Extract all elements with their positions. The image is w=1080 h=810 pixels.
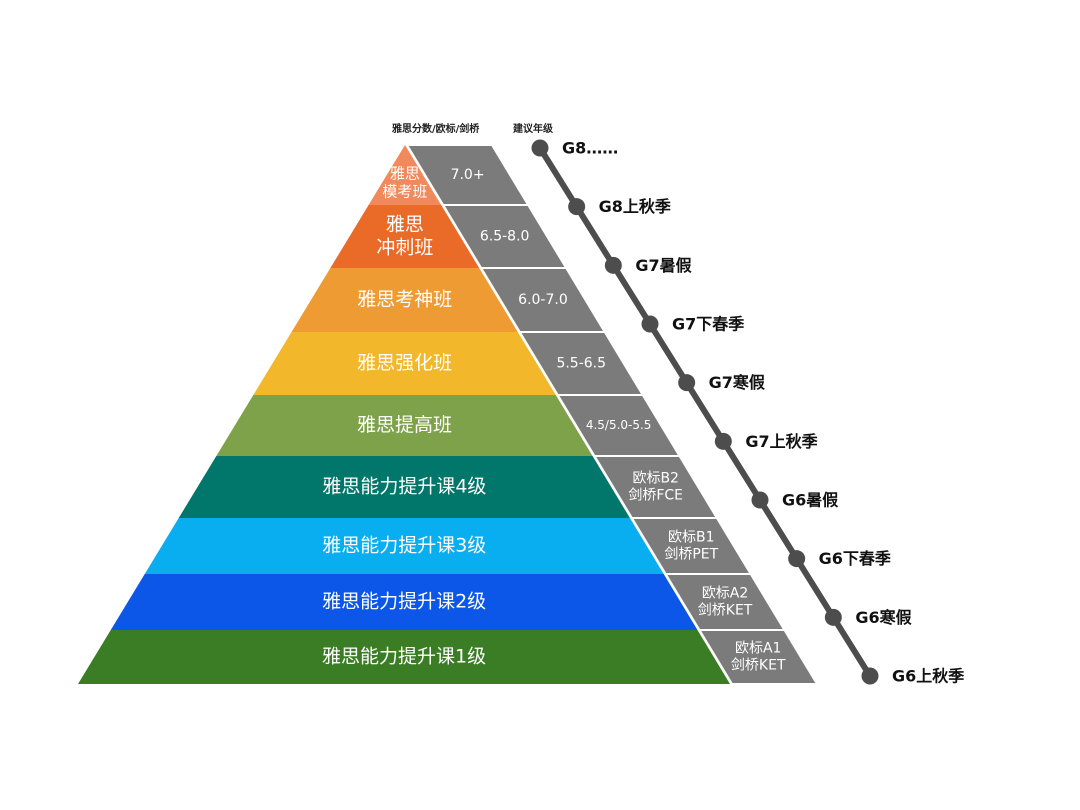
level-block [330,205,480,268]
timeline-node [861,667,879,685]
grade-timeline: G8…… G8上秋季 G7暑假 G7下春季 G7寒假 G7上秋季 G6暑假 G6下春季 G6寒假… [531,139,965,686]
grade-label: G6下春季 [819,549,892,568]
score-label: 6.0-7.0 [518,292,568,308]
grade-label: G7寒假 [709,373,766,392]
level-block [253,332,556,395]
level-block [110,574,698,630]
timeline-line [537,145,873,679]
score-label: 6.5-8.0 [480,229,530,245]
score-label: 欧标B2 [632,471,679,487]
score-band-5: 4.5/5.0-5.5 [555,394,682,457]
timeline-node [641,315,659,333]
pyramid-level-3: 雅思能力提升课3级 [144,518,664,574]
timeline-node [788,550,806,568]
level-name: 雅思能力提升课4级 [322,476,486,498]
grade-label: G8上秋季 [599,197,672,216]
grade-label: G6暑假 [782,491,839,510]
timeline-node [824,608,842,626]
score-band-7: 6.0-7.0 [479,267,607,333]
level-block [78,630,730,684]
grade-label: G8…… [562,139,618,158]
score-label: 7.0+ [451,167,485,183]
timeline-node [751,491,769,509]
grade-label: G7下春季 [672,315,745,334]
score-band-9: 7.0+ [405,144,530,206]
grade-label: G6上秋季 [892,667,965,686]
pyramid-level-6: 雅思强化班 [253,332,556,395]
grade-label: G7暑假 [635,256,692,275]
score-column-header: 雅思分数/欧标/剑桥 [392,124,480,135]
pyramid-level-7: 雅思考神班 [291,268,518,332]
score-label: 剑桥KET [698,602,753,618]
level-name: 雅思能力提升课3级 [322,535,486,557]
score-label: 剑桥PET [664,546,718,562]
level-block [178,456,630,518]
score-label: 欧标A1 [735,641,781,657]
grade-label: G6寒假 [855,608,912,627]
timeline-node [714,432,732,450]
score-label: 4.5/5.0-5.5 [586,418,652,432]
score-label: 欧标B1 [668,530,715,546]
level-name: 雅思能力提升课1级 [322,646,486,668]
level-name: 雅思强化班 [357,352,452,374]
level-block [291,268,518,332]
score-label: 剑桥FCE [628,487,683,503]
timeline-node [568,198,586,216]
score-label: 5.5-6.5 [556,356,606,372]
level-name: 模考班 [382,183,427,201]
level-block [144,518,664,574]
level-block [216,395,593,456]
level-name: 冲刺班 [376,236,433,258]
score-label: 欧标A2 [702,586,748,602]
timeline-node [678,374,696,392]
level-name: 雅思考神班 [357,289,452,311]
level-name: 雅思 [390,165,420,183]
level-name: 雅思提高班 [357,414,452,436]
pyramid-level-5: 雅思提高班 [216,395,593,456]
pyramid-level-1: 雅思能力提升课1级 [78,630,730,684]
score-label: 剑桥KET [731,657,786,673]
grade-column-header: 建议年级 [513,124,553,135]
pyramid-level-4: 雅思能力提升课4级 [178,456,630,518]
score-band-shape [697,629,819,685]
timeline-node [531,139,549,157]
level-name: 雅思 [386,214,424,236]
level-block [368,145,442,205]
grade-label: G7上秋季 [745,432,818,451]
level-name: 雅思能力提升课2级 [322,591,486,613]
timeline-node [604,256,622,274]
score-band-6: 5.5-6.5 [517,331,645,396]
pyramid-level-2: 雅思能力提升课2级 [110,574,698,630]
